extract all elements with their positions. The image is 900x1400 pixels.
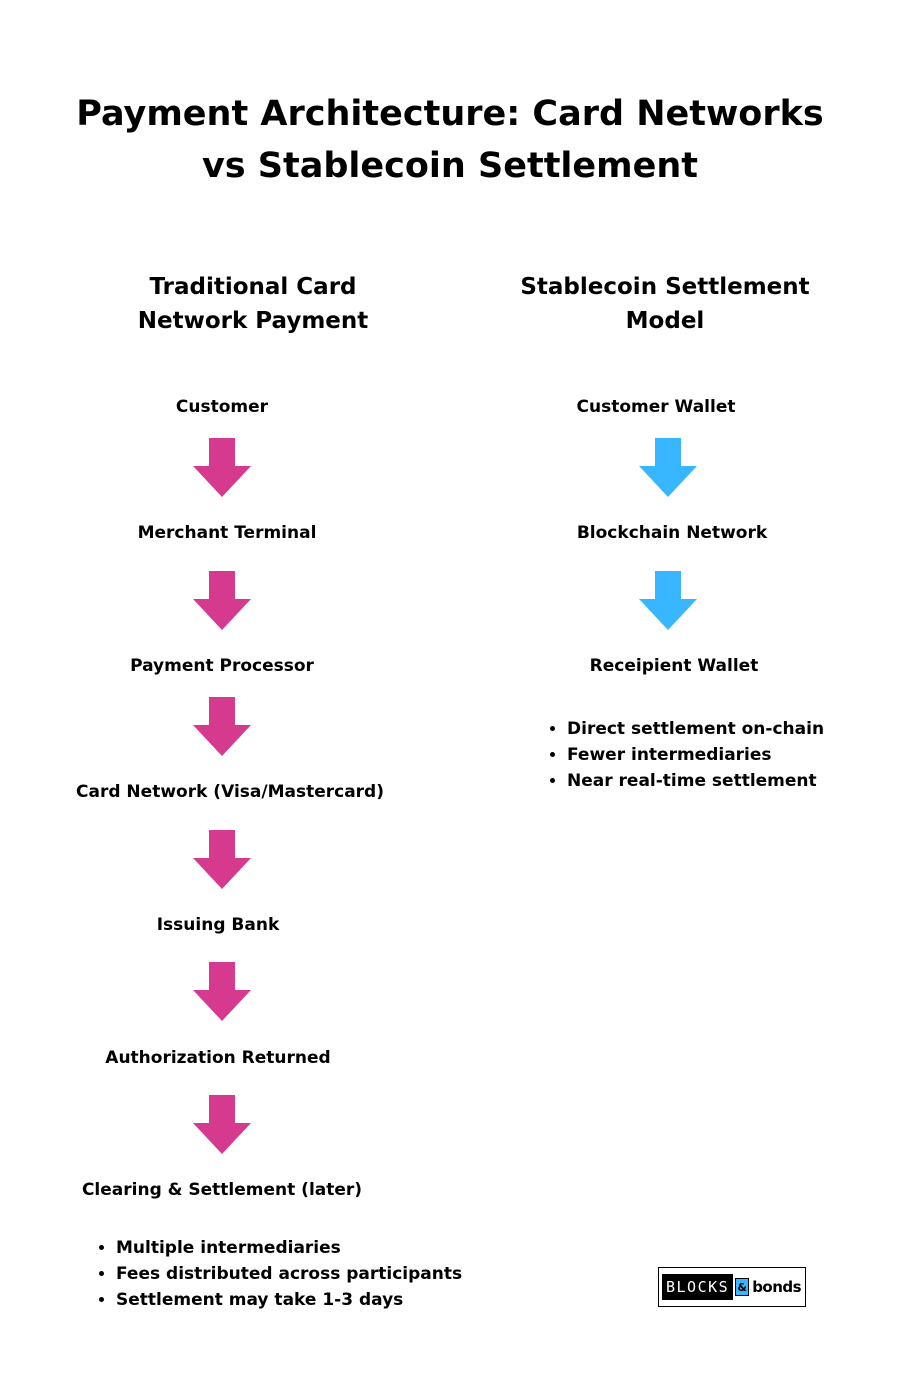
blue-down-arrow-icon bbox=[639, 438, 697, 497]
stablecoin-step-recipient-wallet: Receipient Wallet bbox=[589, 656, 759, 676]
logo-ampersand: & bbox=[735, 1278, 750, 1296]
arrow-shape bbox=[193, 438, 251, 497]
arrow-shape bbox=[639, 571, 697, 630]
arrow-shape bbox=[639, 438, 697, 497]
stablecoin-notes-list: Direct settlement on-chain Fewer interme… bbox=[545, 716, 824, 794]
traditional-step-payment-processor: Payment Processor bbox=[130, 656, 314, 676]
traditional-step-clearing-settlement: Clearing & Settlement (later) bbox=[81, 1180, 363, 1200]
blocks-and-bonds-logo: BLOCKS & bonds bbox=[658, 1267, 806, 1307]
traditional-step-issuing-bank: Issuing Bank bbox=[156, 915, 280, 935]
traditional-step-merchant-terminal: Merchant Terminal bbox=[137, 523, 317, 543]
arrow-shape bbox=[193, 571, 251, 630]
list-item: Direct settlement on-chain bbox=[567, 716, 824, 742]
list-item: Near real-time settlement bbox=[567, 768, 824, 794]
pink-down-arrow-icon bbox=[193, 571, 251, 630]
pink-down-arrow-icon bbox=[193, 830, 251, 889]
list-item: Fees distributed across participants bbox=[116, 1261, 462, 1287]
arrow-shape bbox=[193, 830, 251, 889]
pink-down-arrow-icon bbox=[193, 1095, 251, 1154]
list-item: Settlement may take 1-3 days bbox=[116, 1287, 462, 1313]
traditional-heading: Traditional Card Network Payment bbox=[137, 274, 369, 334]
blue-down-arrow-icon bbox=[639, 571, 697, 630]
stablecoin-heading: Stablecoin Settlement Model bbox=[520, 274, 810, 334]
traditional-step-card-network: Card Network (Visa/Mastercard) bbox=[76, 782, 384, 802]
list-item: Fewer intermediaries bbox=[567, 742, 824, 768]
diagram-title: Payment Architecture: Card Networks vs S… bbox=[76, 94, 824, 186]
pink-down-arrow-icon bbox=[193, 962, 251, 1021]
arrow-shape bbox=[193, 1095, 251, 1154]
list-item: Multiple intermediaries bbox=[116, 1235, 462, 1261]
stablecoin-step-blockchain-network: Blockchain Network bbox=[576, 523, 768, 543]
arrow-shape bbox=[193, 962, 251, 1021]
traditional-notes-list: Multiple intermediaries Fees distributed… bbox=[94, 1235, 462, 1313]
logo-bonds-text: bonds bbox=[752, 1278, 802, 1296]
stablecoin-step-customer-wallet: Customer Wallet bbox=[576, 397, 736, 417]
logo-blocks-text: BLOCKS bbox=[662, 1274, 734, 1300]
pink-down-arrow-icon bbox=[193, 697, 251, 756]
traditional-step-authorization-returned: Authorization Returned bbox=[105, 1048, 331, 1068]
traditional-step-customer: Customer bbox=[175, 397, 269, 417]
pink-down-arrow-icon bbox=[193, 438, 251, 497]
arrow-shape bbox=[193, 697, 251, 756]
